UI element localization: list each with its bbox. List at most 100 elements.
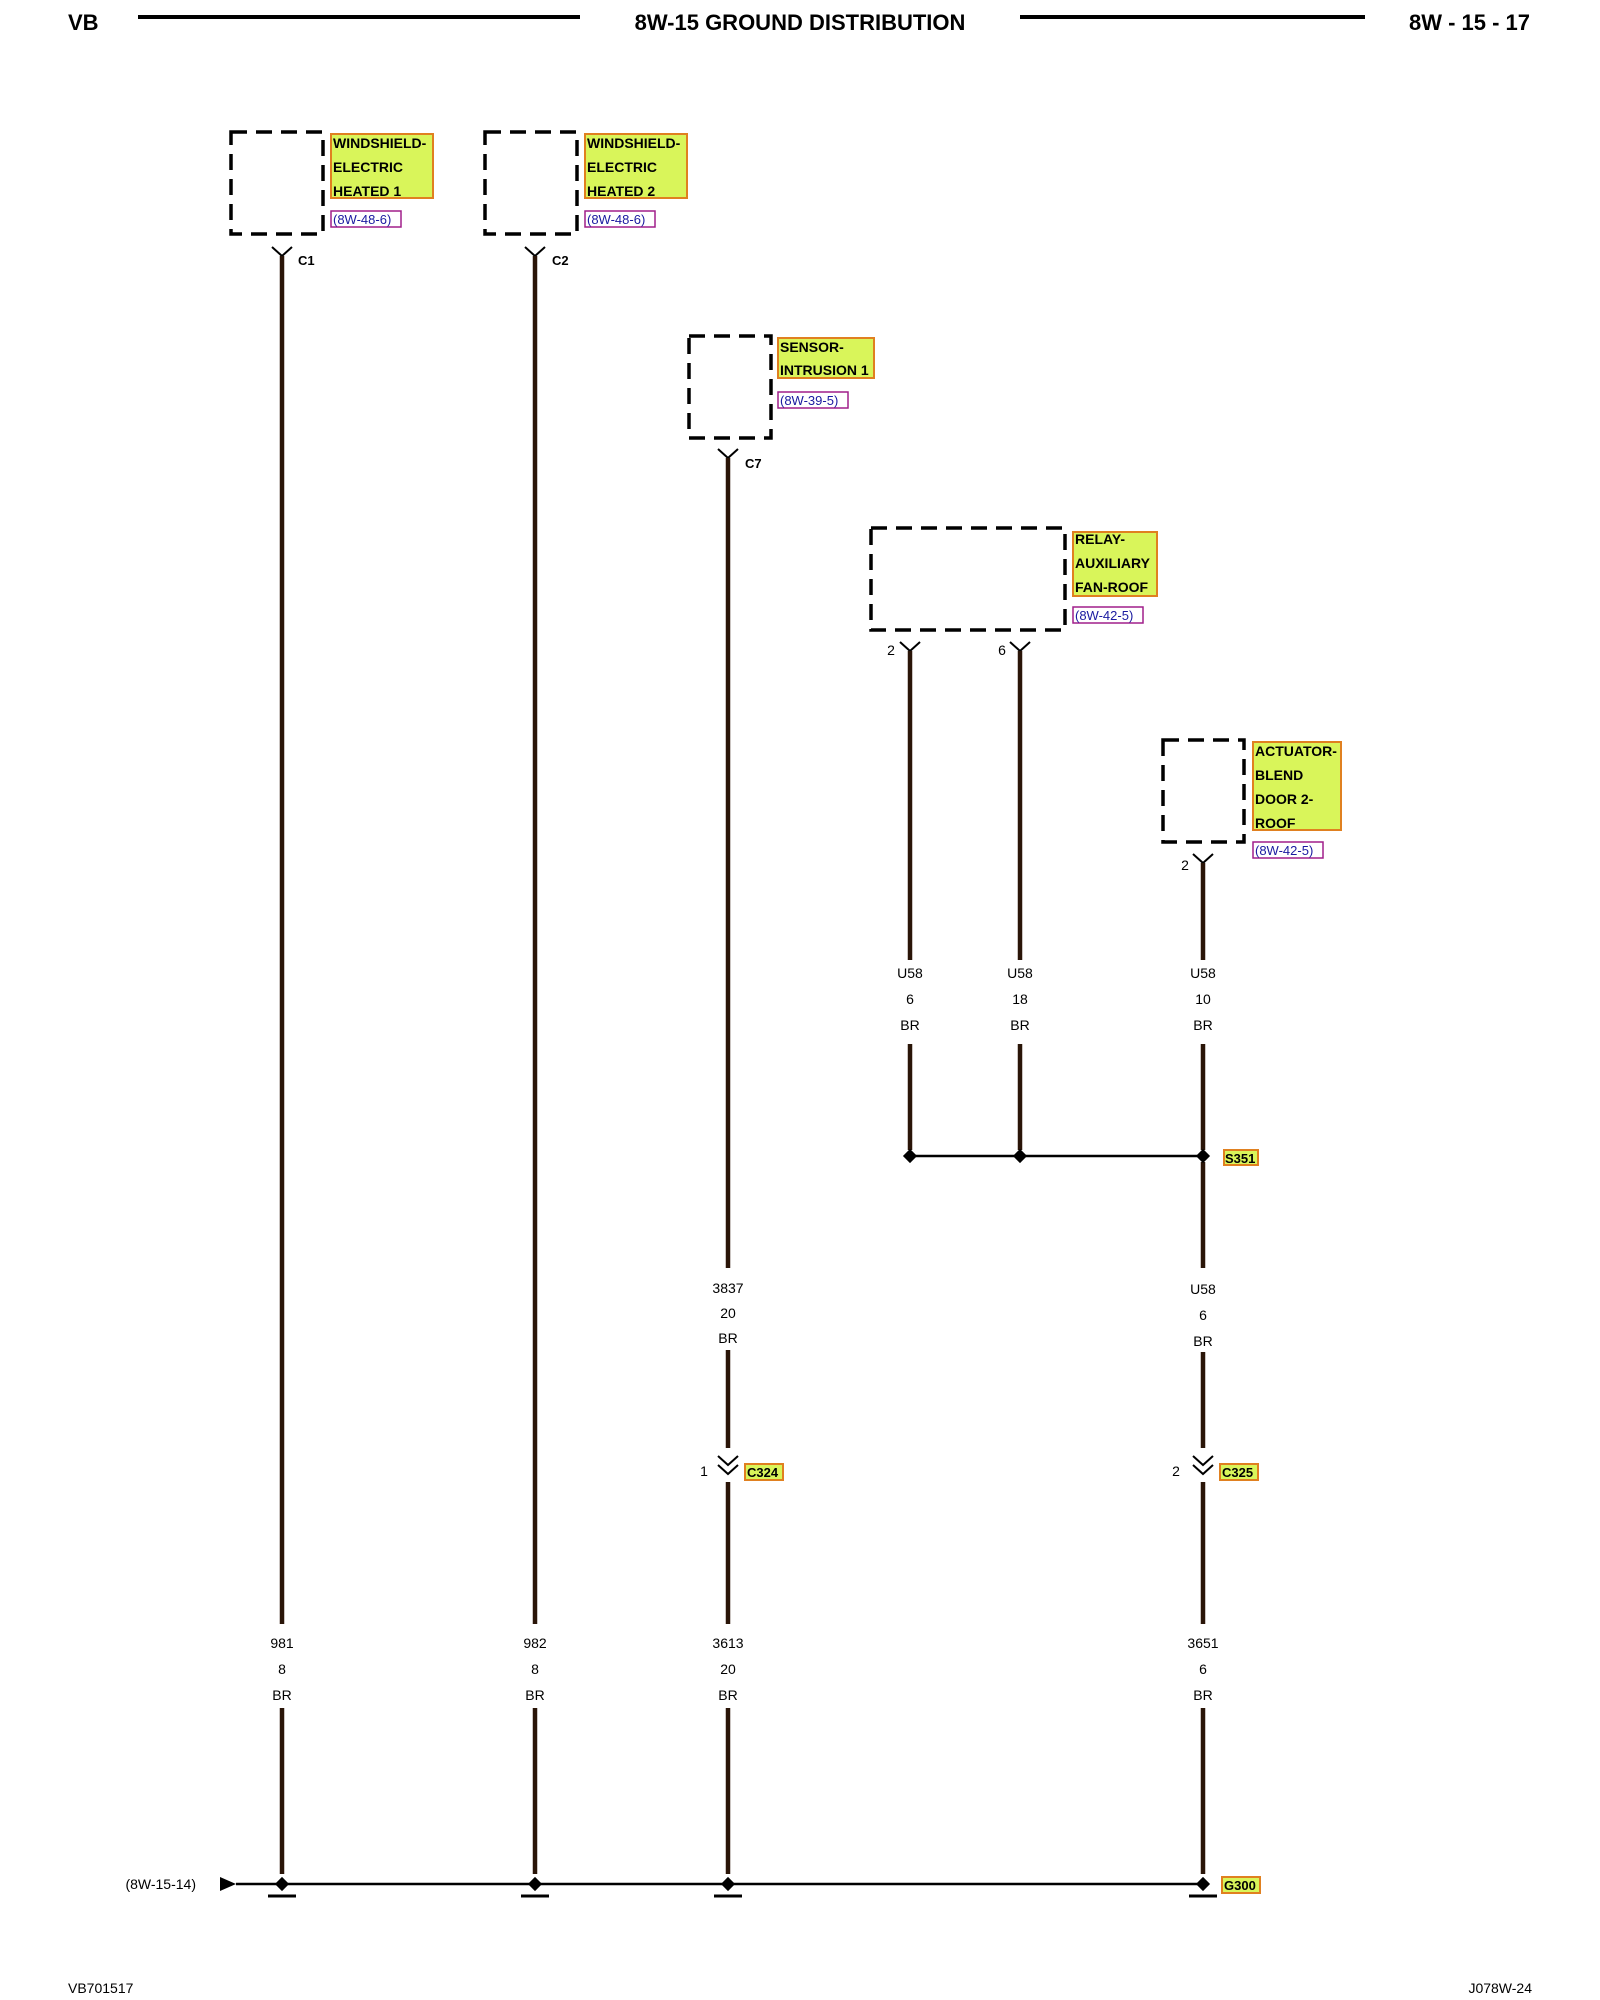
page-ref-link[interactable]: (8W-48-6): [587, 212, 645, 227]
component-box: [483, 130, 579, 236]
wire-circuit-label: 982: [523, 1635, 547, 1651]
header-page-number: 8W - 15 - 17: [1409, 10, 1530, 35]
page-ref-link[interactable]: (8W-42-5): [1075, 608, 1133, 623]
wire-gauge-label: 20: [720, 1661, 736, 1677]
connector-label-highlight: [744, 1463, 784, 1481]
component-windshield-electric-heated-2: WINDSHIELD- ELECTRIC HEATED 2 (8W-48-6) …: [483, 130, 688, 268]
pin-number: 6: [998, 642, 1006, 658]
component-windshield-electric-heated-1: WINDSHIELD- ELECTRIC HEATED 1 (8W-48-6) …: [229, 130, 434, 268]
component-label-line: ELECTRIC: [587, 159, 657, 175]
splice-s351: S351: [902, 1148, 1259, 1166]
connector-pin-symbol: [524, 246, 546, 258]
page-ref-box: [777, 391, 849, 409]
connector-label-highlight: [1219, 1463, 1259, 1481]
wire-gauge-label: 10: [1195, 991, 1211, 1007]
component-label-line: ROOF: [1255, 815, 1296, 831]
wire-gauge-label: 6: [1199, 1661, 1207, 1677]
component-box: [1161, 738, 1246, 844]
splice-node: [1195, 1148, 1211, 1164]
wire-gauge-label: 8: [278, 1661, 286, 1677]
wire-color-label: BR: [900, 1017, 919, 1033]
connector-pin-symbol: [717, 1464, 739, 1476]
page-ref-link[interactable]: (8W-48-6): [333, 212, 391, 227]
component-box: [229, 130, 325, 236]
component-label-line: SENSOR-: [780, 339, 844, 355]
ground-node: [527, 1876, 543, 1892]
ground-bus-g300: (8W-15-14) G300: [125, 1876, 1261, 1898]
component-box: [687, 334, 773, 440]
ground-node: [1195, 1876, 1211, 1892]
wire-gauge-label: 6: [906, 991, 914, 1007]
connector-label: C324: [747, 1465, 779, 1480]
connector-pin-symbol: [1192, 1464, 1214, 1476]
component-label-line: ELECTRIC: [333, 159, 403, 175]
pin-number: 2: [887, 642, 895, 658]
wire-circuit-label: 3837: [712, 1280, 743, 1296]
ground-node: [274, 1876, 290, 1892]
page-ref-box: [1252, 841, 1324, 859]
splice-label: S351: [1225, 1151, 1255, 1166]
page-title: 8W-15 GROUND DISTRIBUTION: [635, 10, 966, 35]
bus-continuation-arrow: [220, 1877, 236, 1891]
page-ref-link[interactable]: (8W-39-5): [780, 393, 838, 408]
component-label-line: INTRUSION 1: [780, 362, 869, 378]
wire-gauge-label: 20: [720, 1305, 736, 1321]
pin-number: 2: [1172, 1463, 1180, 1479]
connector-pin-symbol: [717, 448, 739, 460]
wire-color-label: BR: [1193, 1687, 1212, 1703]
connector-pin-symbol: [271, 246, 293, 258]
wire-circuit-label: U58: [1190, 1281, 1216, 1297]
pin-number: 2: [1181, 857, 1189, 873]
wire-circuit-label: U58: [1190, 965, 1216, 981]
wire-color-label: BR: [1193, 1017, 1212, 1033]
component-label-line: HEATED 1: [333, 183, 401, 199]
component-label-line: RELAY-: [1075, 531, 1125, 547]
connector-pin-symbol: [717, 1455, 739, 1467]
page-ref-link[interactable]: (8W-42-5): [1255, 843, 1313, 858]
component-sensor-intrusion-1: SENSOR- INTRUSION 1 (8W-39-5) C7: [687, 334, 875, 471]
footer-right-code: J078W-24: [1468, 1980, 1532, 1996]
connector-label: C1: [298, 253, 315, 268]
page-ref-box: [584, 210, 656, 228]
component-label-line: AUXILIARY: [1075, 555, 1151, 571]
inline-connector-c324: 1 C324: [700, 1455, 784, 1481]
wire-labels: U58 6 BR U58 18 BR U58 10 BR 3837 20 BR …: [270, 965, 1218, 1703]
splice-node: [1012, 1148, 1028, 1164]
wire-segments: [279, 256, 1206, 1874]
wire-circuit-label: 3651: [1187, 1635, 1218, 1651]
component-label-highlight: [330, 133, 434, 199]
footer-left-code: VB701517: [68, 1980, 134, 1996]
page-ref-box: [1072, 606, 1144, 624]
header-left: VB: [68, 10, 99, 35]
bus-page-ref[interactable]: (8W-15-14): [125, 1876, 196, 1892]
component-label-line: WINDSHIELD-: [587, 135, 681, 151]
wire-color-label: BR: [718, 1330, 737, 1346]
component-label-highlight: [584, 133, 688, 199]
wire-gauge-label: 6: [1199, 1307, 1207, 1323]
component-relay-auxiliary-fan-roof: RELAY- AUXILIARY FAN-ROOF (8W-42-5) 2 6: [869, 526, 1158, 658]
wire-circuit-label: U58: [1007, 965, 1033, 981]
splice-node: [902, 1148, 918, 1164]
wire-circuit-label: U58: [897, 965, 923, 981]
connector-pin-symbol: [1009, 641, 1031, 653]
component-label-line: BLEND: [1255, 767, 1303, 783]
component-label-highlight: [777, 337, 875, 379]
ground-node: [720, 1876, 736, 1892]
ground-label-highlight: [1221, 1876, 1261, 1894]
component-box: [869, 526, 1067, 632]
component-label-highlight: [1072, 531, 1158, 597]
connector-label: C2: [552, 253, 569, 268]
component-label-line: WINDSHIELD-: [333, 135, 427, 151]
splice-label-highlight: [1223, 1149, 1259, 1166]
connector-pin-symbol: [1192, 853, 1214, 865]
ground-label: G300: [1224, 1878, 1256, 1893]
connector-label: C325: [1222, 1465, 1253, 1480]
pin-number: 1: [700, 1463, 708, 1479]
wire-gauge-label: 18: [1012, 991, 1028, 1007]
connector-pin-symbol: [1192, 1455, 1214, 1467]
component-label-line: HEATED 2: [587, 183, 655, 199]
wire-color-label: BR: [272, 1687, 291, 1703]
wire-color-label: BR: [718, 1687, 737, 1703]
page-ref-box: [330, 210, 402, 228]
